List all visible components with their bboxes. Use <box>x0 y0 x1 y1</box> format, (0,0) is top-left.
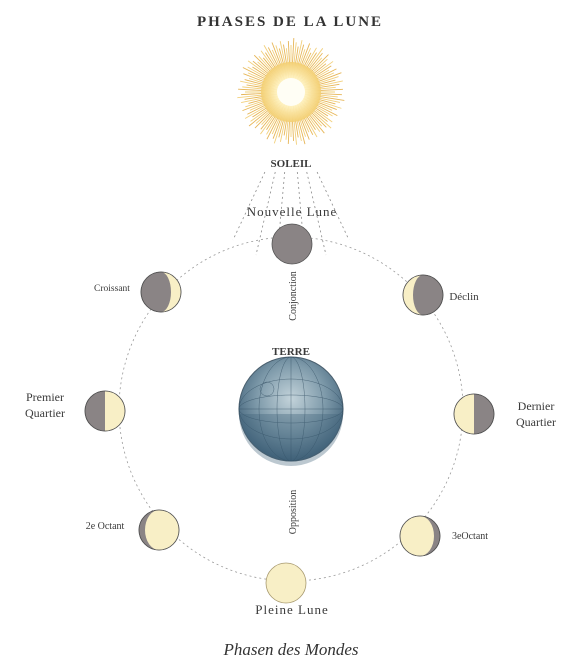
moon-pleine <box>266 563 306 603</box>
sun-label: SOLEIL <box>271 158 312 170</box>
moon-premier <box>85 391 125 431</box>
caption: Phasen des Mondes <box>222 640 358 659</box>
earth-globe <box>239 357 343 466</box>
label-second-octant: 2e Octant <box>86 521 125 532</box>
label-dernier-quartier-line1: Dernier <box>518 399 555 413</box>
label-nouvelle-lune: Nouvelle Lune <box>247 204 338 219</box>
earth-label: TERRE <box>272 346 310 358</box>
label-croissant: Croissant <box>94 284 130 294</box>
moon-declin <box>403 275 443 315</box>
label-premier-quartier-line1: Premier <box>26 390 64 404</box>
label-third-octant: 3eOctant <box>452 531 488 542</box>
moon-nouvelle <box>272 224 312 264</box>
opposition-label: Opposition <box>288 490 299 534</box>
label-premier-quartier-line2: Quartier <box>25 406 65 420</box>
sun-icon <box>237 38 344 145</box>
label-pleine-lune: Pleine Lune <box>255 602 328 617</box>
moon-croissant <box>141 272 181 312</box>
label-dernier-quartier-line2: Quartier <box>516 415 556 429</box>
label-declin: Déclin <box>449 291 479 303</box>
conjunction-label: Conjonction <box>288 271 299 320</box>
page-title: PHASES DE LA LUNE <box>197 14 383 30</box>
moon-octant2 <box>139 510 179 550</box>
moon-dernier <box>454 394 494 434</box>
moon-octant3 <box>400 516 440 556</box>
